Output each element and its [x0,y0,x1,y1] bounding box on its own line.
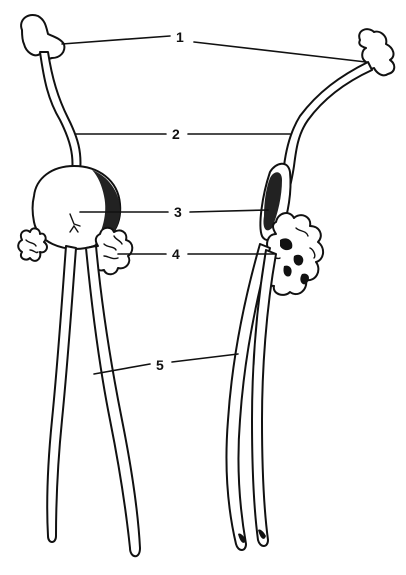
leader-1-right [194,42,366,62]
left-strand-1 [47,246,76,542]
leader-5-right [172,354,238,362]
label-2: 2 [172,126,180,142]
label-3: 3 [174,204,182,220]
left-strand-2 [86,246,140,556]
left-specimen [18,15,140,556]
right-specimen [226,29,394,550]
left-stalk [40,52,81,172]
leader-1-left [62,36,170,44]
leader-3-right [190,210,268,212]
number-labels: 1 2 3 4 5 [156,29,184,373]
label-5: 5 [156,357,164,373]
left-cluster-left [18,228,47,261]
label-1: 1 [176,29,184,45]
label-4: 4 [172,246,180,262]
